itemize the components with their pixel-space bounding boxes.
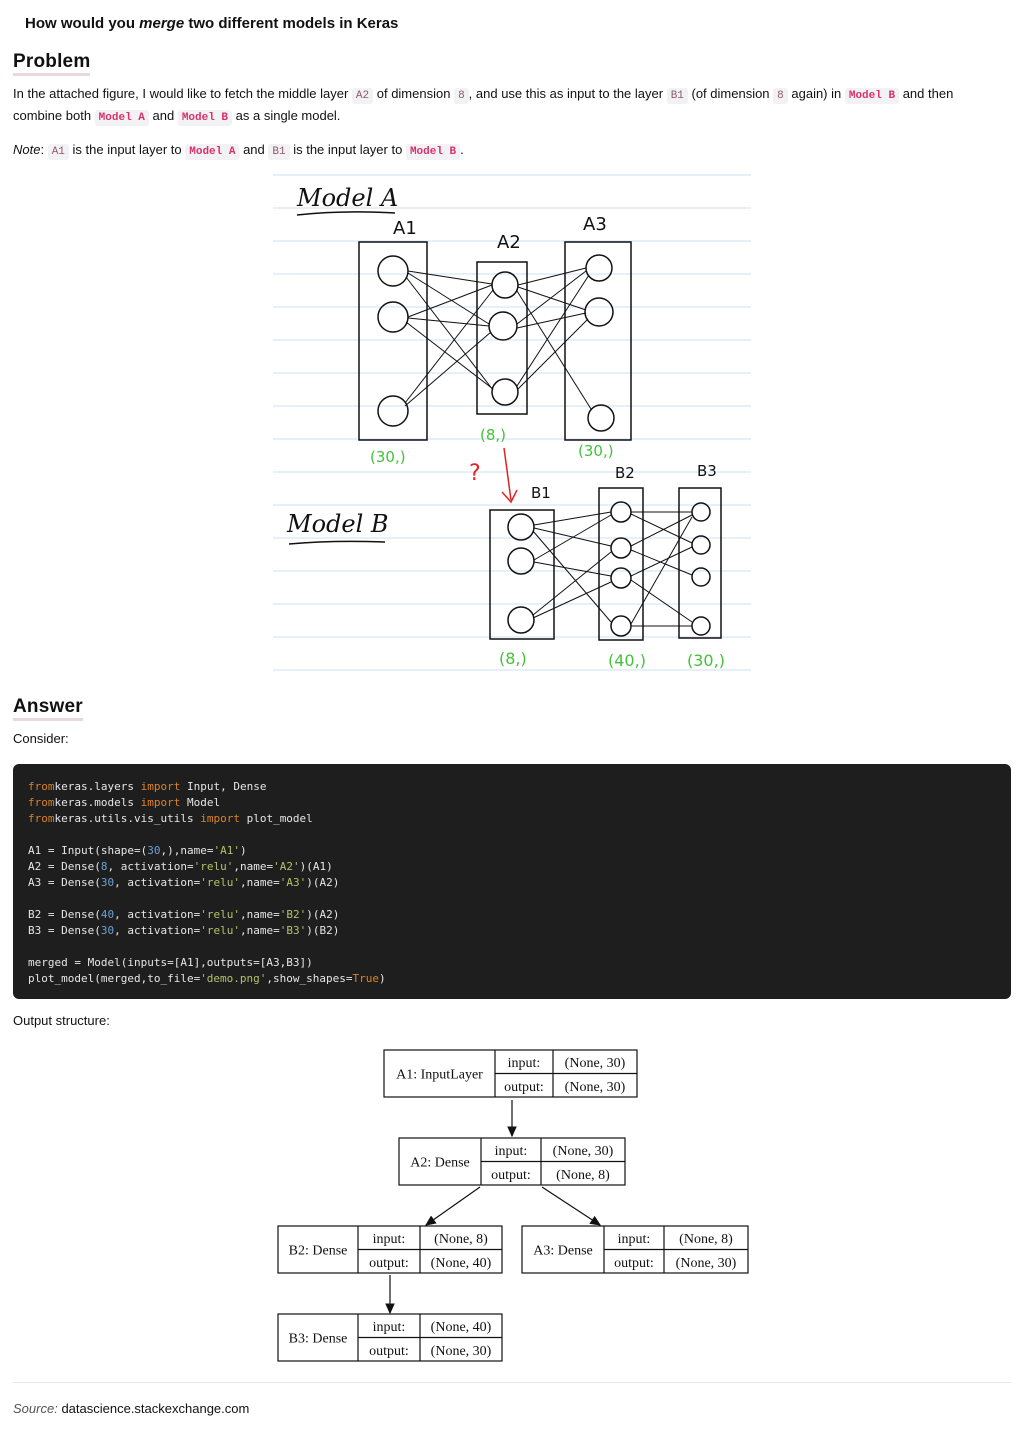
code-line: B3 = Dense(30, activation='relu',name='B… — [28, 924, 340, 937]
a1-label: A1 — [393, 218, 417, 239]
output-label: output: — [369, 1256, 409, 1271]
input-label: input: — [508, 1056, 541, 1071]
input-shape: (None, 30) — [553, 1144, 614, 1159]
source-link[interactable]: datascience.stackexchange.com — [61, 1401, 250, 1416]
layer-name: B3: Dense — [289, 1332, 348, 1347]
layer-name: A3: Dense — [533, 1244, 593, 1259]
inline-code: A2 — [351, 88, 374, 104]
a2-label: A2 — [497, 232, 521, 253]
source-line: Source: datascience.stackexchange.com — [13, 1401, 250, 1416]
layer-node: A2: Dense input: output: (None, 30) (None, 8… — [398, 1137, 626, 1186]
question-mark: ? — [469, 461, 481, 486]
input-shape: (None, 8) — [434, 1232, 488, 1247]
output-shape: (None, 30) — [676, 1256, 737, 1271]
dim-b3: (30,) — [687, 651, 725, 670]
dim-b1: (8,) — [499, 649, 527, 668]
output-label: output: — [491, 1168, 531, 1183]
layer-node: A1: InputLayer input: output: (None, 30) (No… — [383, 1049, 638, 1098]
layer-node: B2: Dense input: output: (None, 8) (None, 40… — [277, 1225, 503, 1274]
code-line: fromkeras.layers import Input, Dense — [28, 780, 267, 793]
code-line: B2 = Dense(40, activation='relu',name='B… — [28, 908, 340, 921]
input-label: input: — [373, 1320, 406, 1335]
dim-a1: (30,) — [370, 448, 406, 466]
b1-label: B1 — [531, 484, 551, 502]
b3-label: B3 — [697, 462, 717, 480]
code-line: A3 = Dense(30, activation='relu',name='A… — [28, 876, 340, 889]
input-shape: (None, 30) — [565, 1056, 626, 1071]
network-sketch-figure: Model A A1 A2 A3 (30,) (8,) (30,) ? Mode… — [273, 174, 751, 671]
title-emphasis: merge — [139, 15, 185, 32]
output-structure-label: Output structure: — [13, 1013, 110, 1028]
output-shape: (None, 40) — [431, 1256, 492, 1271]
a3-label: A3 — [583, 214, 607, 235]
input-label: input: — [495, 1144, 528, 1159]
input-label: input: — [373, 1232, 406, 1247]
dim-a2: (8,) — [480, 426, 506, 444]
inline-code: Model B — [405, 144, 461, 160]
inline-code: Model B — [177, 110, 233, 126]
dim-b2: (40,) — [608, 651, 646, 670]
input-shape: (None, 40) — [431, 1320, 492, 1335]
model-plot-diagram: A1: InputLayer input: output: (None, 30) (No… — [277, 1049, 749, 1362]
note-paragraph: Note: A1 is the input layer to Model A a… — [13, 142, 464, 160]
inline-code: B1 — [666, 88, 688, 104]
layer-name: A2: Dense — [410, 1156, 470, 1171]
problem-paragraph: In the attached figure, I would like to … — [13, 86, 954, 126]
b2-label: B2 — [615, 464, 635, 482]
inline-code: B1 — [268, 144, 290, 160]
input-label: input: — [618, 1232, 651, 1247]
code-content: fromkeras.layers import Input, Dense fro… — [13, 764, 1011, 1002]
code-line: merged = Model(inputs=[A1],outputs=[A3,B… — [28, 956, 313, 969]
divider — [13, 1382, 1011, 1383]
output-shape: (None, 30) — [565, 1080, 626, 1095]
consider-text: Consider: — [13, 731, 69, 746]
output-shape: (None, 8) — [556, 1168, 610, 1183]
code-block[interactable]: fromkeras.layers import Input, Dense fro… — [13, 764, 1011, 999]
layer-node: B3: Dense input: output: (None, 40) (None, 3… — [277, 1313, 503, 1362]
dim-a3: (30,) — [578, 442, 614, 460]
page-title: How would you merge two different models… — [25, 15, 399, 32]
layer-node: A3: Dense input: output: (None, 8) (None, 30… — [521, 1225, 749, 1274]
output-label: output: — [614, 1256, 654, 1271]
code-line: A2 = Dense(8, activation='relu',name='A2… — [28, 860, 333, 873]
model-a-label: Model A — [296, 184, 398, 212]
inline-code: 8 — [454, 88, 469, 104]
code-line: fromkeras.models import Model — [28, 796, 221, 809]
inline-code: Model B — [844, 88, 900, 104]
inline-code: Model A — [94, 110, 149, 126]
inline-code: Model A — [185, 144, 240, 160]
problem-heading: Problem — [13, 51, 91, 76]
output-label: output: — [369, 1344, 409, 1359]
code-line: fromkeras.utils.vis_utils import plot_mo… — [28, 812, 313, 825]
inline-code: 8 — [773, 88, 788, 104]
input-shape: (None, 8) — [679, 1232, 733, 1247]
layer-name: A1: InputLayer — [396, 1068, 483, 1083]
model-b-label: Model B — [286, 510, 389, 538]
answer-heading: Answer — [13, 696, 83, 721]
output-shape: (None, 30) — [431, 1344, 492, 1359]
output-label: output: — [504, 1080, 544, 1095]
code-line: A1 = Input(shape=(30,),name='A1') — [28, 844, 247, 857]
inline-code: A1 — [47, 144, 69, 160]
code-line: plot_model(merged,to_file='demo.png',sho… — [28, 972, 386, 985]
layer-name: B2: Dense — [289, 1244, 348, 1259]
